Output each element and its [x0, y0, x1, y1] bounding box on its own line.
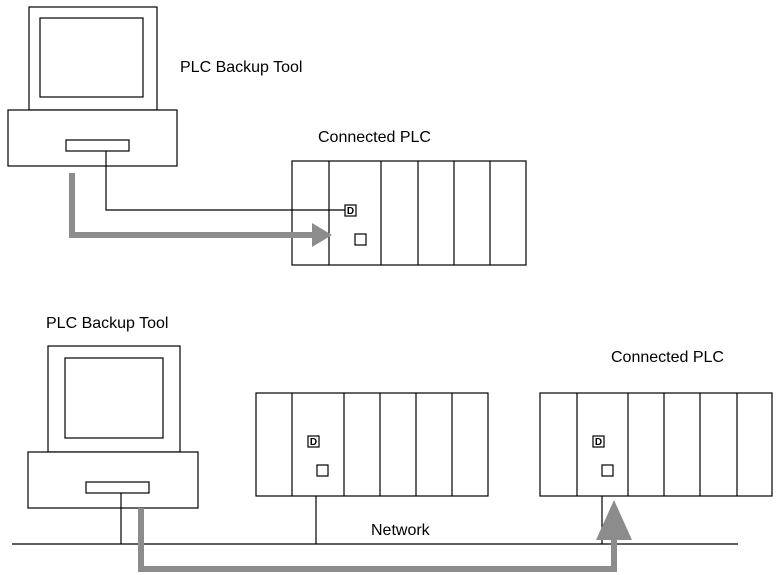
top-plc-port-glyph: D [347, 206, 354, 217]
top-plc-label: Connected PLC [318, 129, 431, 146]
middle-plc-port-icon [307, 435, 320, 448]
bottom-computer-icon [27, 345, 199, 509]
top-computer-icon [7, 6, 178, 167]
middle-plc-rack [255, 392, 489, 497]
bottom-plc-rack-right-icon: D [539, 392, 773, 497]
bottom-computer-drive [85, 481, 150, 494]
bottom-plc-rack-middle-icon: D [255, 392, 489, 497]
top-plc-rack [291, 160, 527, 266]
right-plc-port-glyph: D [595, 437, 602, 448]
bottom-computer-base [27, 451, 199, 509]
top-plc-rack-icon: D [291, 160, 527, 266]
top-flow-arrow-line [69, 173, 312, 238]
top-computer-base [7, 109, 178, 167]
top-monitor-screen [39, 17, 144, 98]
bottom-flow-arrowhead [596, 500, 632, 540]
bottom-flow-arrow-line [138, 508, 617, 572]
top-flow-arrow [69, 173, 332, 247]
middle-plc-port-glyph: D [310, 437, 317, 448]
middle-plc-status-led [316, 464, 329, 477]
top-tool-label: PLC Backup Tool [180, 59, 302, 76]
right-plc-rack [539, 392, 773, 497]
top-plc-status-led [354, 233, 367, 246]
bottom-flow-arrow [138, 500, 632, 572]
bottom-plc-label: Connected PLC [611, 349, 724, 366]
top-connection-cable [105, 151, 345, 211]
bottom-monitor-screen [64, 357, 164, 439]
top-computer-drive [65, 139, 130, 152]
right-plc-status-led [601, 464, 614, 477]
network-label: Network [371, 522, 431, 539]
top-flow-arrowhead [312, 223, 332, 247]
right-plc-port-icon [592, 435, 605, 448]
bottom-tool-label: PLC Backup Tool [46, 315, 168, 332]
